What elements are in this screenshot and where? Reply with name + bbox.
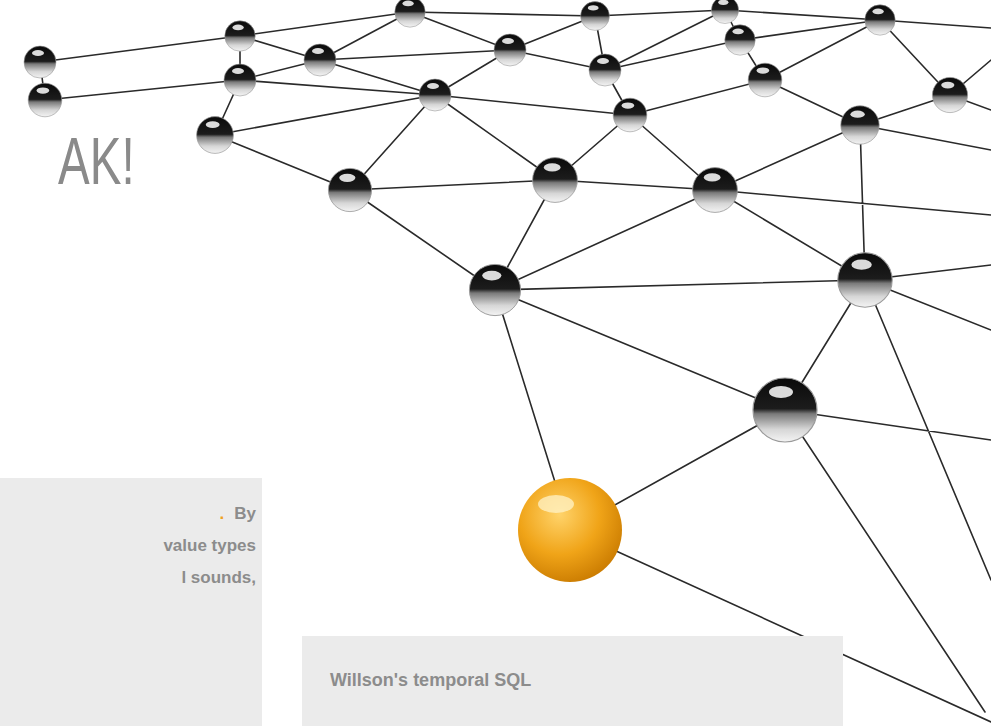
text-panel: Willson's temporal SQL — [302, 636, 843, 726]
text-line: . By — [6, 498, 256, 530]
body-text: value types — [6, 530, 256, 562]
body-text: Willson's temporal SQL — [330, 668, 823, 692]
text-panel: . By value typesl sounds, — [0, 478, 262, 726]
slide-heading: AK! — [58, 128, 135, 194]
body-text: l sounds, — [6, 562, 256, 594]
gold-sphere — [518, 478, 622, 582]
body-text: By — [234, 504, 256, 523]
accent-period: . — [220, 504, 225, 523]
